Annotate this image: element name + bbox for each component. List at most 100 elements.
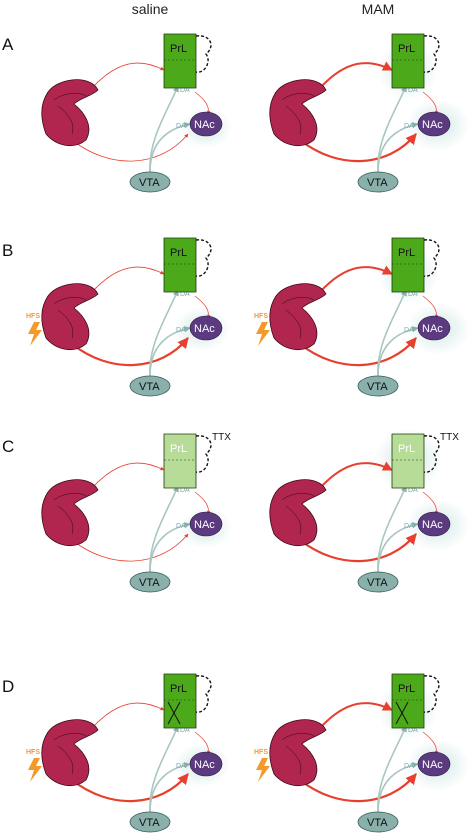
nac-label: NAc xyxy=(422,323,443,335)
hfs-lightning-icon xyxy=(28,758,42,782)
panel-letter-b: B xyxy=(2,241,13,260)
vta-label: VTA xyxy=(139,381,160,393)
vhipp-nac-projection xyxy=(71,133,189,162)
hfs-label: HFS xyxy=(26,749,40,756)
vta-label: VTA xyxy=(139,177,160,189)
vhipp-nac-projection xyxy=(299,337,417,367)
hippocampus-layers xyxy=(53,493,87,535)
prl-dashed-outline xyxy=(195,435,212,473)
prl-label: PrL xyxy=(398,443,415,455)
column-header-saline: saline xyxy=(132,1,169,17)
hippocampus-layers xyxy=(281,93,315,135)
ttx-label: TTX xyxy=(212,432,231,443)
prl-dashed-outline xyxy=(423,435,440,473)
prl-label: PrL xyxy=(398,43,415,55)
vhipp-nac-projection xyxy=(71,773,189,803)
nac-region xyxy=(417,751,451,777)
da-label-prl: DA xyxy=(180,87,190,94)
vhipp-prl-projection xyxy=(319,61,393,89)
panel-letter-c: C xyxy=(2,437,14,456)
vhipp-nac-projection xyxy=(299,133,417,163)
vta-region xyxy=(357,811,399,833)
vta-region xyxy=(129,571,171,593)
da-label-prl: DA xyxy=(408,291,418,298)
da-label-prl: DA xyxy=(180,291,190,298)
vhipp-nac-projection xyxy=(71,533,189,562)
ventral-hippocampus xyxy=(41,719,99,787)
prl-dashed-outline xyxy=(195,239,212,277)
vta-label: VTA xyxy=(367,817,388,829)
nac-region xyxy=(189,111,223,137)
vhipp-prl-projection xyxy=(319,461,393,489)
vta-nac-dopamine-path xyxy=(377,761,419,813)
prl-label: PrL xyxy=(170,443,187,455)
nac-region xyxy=(189,751,223,777)
ventral-hippocampus xyxy=(41,479,99,547)
prl-region xyxy=(163,433,197,489)
nac-region xyxy=(417,315,451,341)
ventral-hippocampus xyxy=(269,79,327,147)
vta-nac-dopamine-path xyxy=(377,121,419,173)
prl-label: PrL xyxy=(398,247,415,259)
vta-label: VTA xyxy=(367,577,388,589)
hippocampus-layers xyxy=(281,297,315,339)
prl-dashed-outline xyxy=(423,675,440,713)
prl-region xyxy=(391,237,425,293)
nac-label: NAc xyxy=(194,759,215,771)
vta-region xyxy=(357,571,399,593)
cross-line-2 xyxy=(167,701,181,725)
vhipp-prl-projection xyxy=(91,702,165,729)
vta-nac-dopamine-path xyxy=(149,121,191,173)
prl-label: PrL xyxy=(170,43,187,55)
vhipp-prl-projection xyxy=(319,265,393,293)
circuit-diagrams: DADAPrLNAcVTADADAPrLNAcVTADADAHFSPrLNAcV… xyxy=(26,33,470,833)
panel-letter-a: A xyxy=(2,35,14,54)
vta-region xyxy=(357,171,399,193)
da-label-prl: DA xyxy=(408,87,418,94)
vta-label: VTA xyxy=(139,577,160,589)
hfs-label: HFS xyxy=(26,313,40,320)
cross-line-2 xyxy=(395,701,409,725)
prl-region xyxy=(391,673,425,729)
nac-label: NAc xyxy=(422,759,443,771)
nac-label: NAc xyxy=(194,519,215,531)
vta-region xyxy=(129,171,171,193)
nac-label: NAc xyxy=(194,119,215,131)
prl-region xyxy=(163,237,197,293)
nac-label: NAc xyxy=(422,519,443,531)
hfs-label: HFS xyxy=(254,313,268,320)
hfs-lightning-icon xyxy=(28,322,42,346)
da-label-nac: DA xyxy=(176,327,186,334)
vhipp-nac-projection xyxy=(299,533,417,563)
prl-dashed-outline xyxy=(423,35,440,73)
vhipp-prl-projection xyxy=(319,701,393,729)
vta-region xyxy=(357,375,399,397)
ventral-hippocampus xyxy=(269,719,327,787)
prl-region xyxy=(163,673,197,729)
vta-label: VTA xyxy=(367,177,388,189)
vta-nac-dopamine-path xyxy=(377,521,419,573)
nac-region xyxy=(417,511,451,537)
vhipp-nac-projection xyxy=(71,337,189,367)
ventral-hippocampus xyxy=(269,283,327,351)
ventral-hippocampus xyxy=(269,479,327,547)
vhipp-prl-projection xyxy=(91,266,165,293)
da-label-prl: DA xyxy=(408,727,418,734)
nac-label: NAc xyxy=(194,323,215,335)
nac-region xyxy=(189,315,223,341)
vhipp-nac-projection xyxy=(299,773,417,803)
ventral-hippocampus xyxy=(41,283,99,351)
da-label-nac: DA xyxy=(404,123,414,130)
vta-nac-dopamine-path xyxy=(149,521,191,573)
vta-label: VTA xyxy=(139,817,160,829)
da-label-nac: DA xyxy=(176,523,186,530)
hfs-lightning-icon xyxy=(256,322,270,346)
ventral-hippocampus xyxy=(41,79,99,147)
ttx-label: TTX xyxy=(440,432,459,443)
